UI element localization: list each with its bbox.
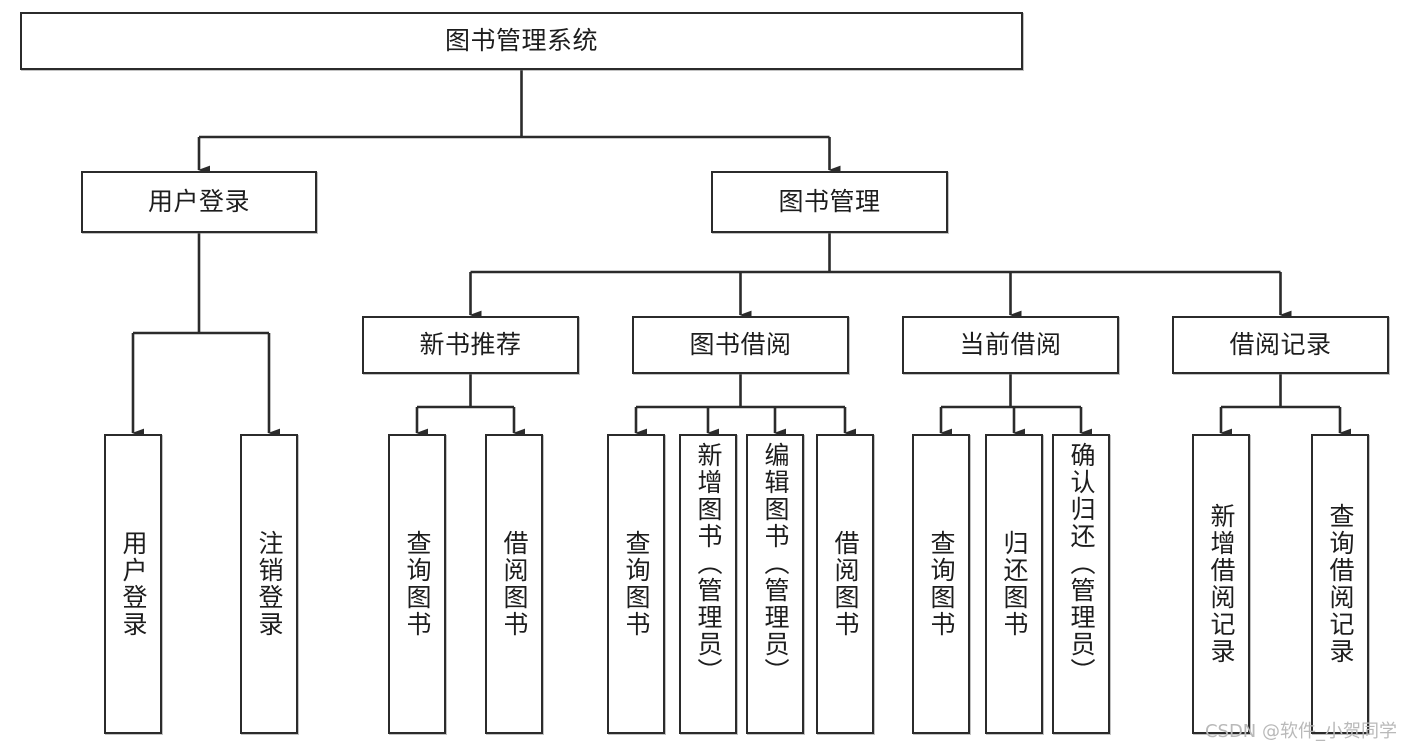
leaf-edit-book-admin-label: 编辑图书（管理员） [761, 442, 790, 685]
node-user-login-label: 用户登录 [147, 187, 250, 217]
leaf-query-book-current-label: 查询图书 [927, 530, 956, 638]
leaf-borrow-book[interactable]: 借阅图书 [816, 434, 874, 734]
leaf-borrow-book-label: 借阅图书 [831, 530, 860, 638]
node-book-management-label: 图书管理 [778, 187, 881, 217]
leaf-logout[interactable]: 注销登录 [240, 434, 298, 734]
node-borrow-record-label: 借阅记录 [1229, 330, 1332, 360]
leaf-user-login-label: 用户登录 [119, 530, 148, 638]
leaf-return-book[interactable]: 归还图书 [985, 434, 1043, 734]
leaf-query-borrow-record[interactable]: 查询借阅记录 [1311, 434, 1369, 734]
leaf-add-borrow-record[interactable]: 新增借阅记录 [1192, 434, 1250, 734]
leaf-query-book-borrow-label: 查询图书 [622, 530, 651, 638]
node-current-borrow-label: 当前借阅 [959, 330, 1062, 360]
node-borrow-record[interactable]: 借阅记录 [1172, 316, 1389, 374]
leaf-query-book-recommend[interactable]: 查询图书 [388, 434, 446, 734]
node-new-book-recommend[interactable]: 新书推荐 [362, 316, 579, 374]
leaf-confirm-return-admin[interactable]: 确认归还（管理员） [1052, 434, 1110, 734]
leaf-logout-label: 注销登录 [255, 530, 284, 638]
node-book-management[interactable]: 图书管理 [711, 171, 948, 233]
leaf-borrow-book-recommend[interactable]: 借阅图书 [485, 434, 543, 734]
node-user-login[interactable]: 用户登录 [81, 171, 317, 233]
leaf-query-borrow-record-label: 查询借阅记录 [1326, 503, 1355, 665]
node-root-label: 图书管理系统 [444, 26, 598, 56]
csdn-watermark: CSDN @软件_小贺同学 [1204, 721, 1397, 742]
leaf-borrow-book-recommend-label: 借阅图书 [500, 530, 529, 638]
leaf-confirm-return-admin-label: 确认归还（管理员） [1067, 442, 1096, 685]
node-book-borrow[interactable]: 图书借阅 [632, 316, 849, 374]
leaf-return-book-label: 归还图书 [1000, 530, 1029, 638]
node-book-borrow-label: 图书借阅 [689, 330, 792, 360]
node-current-borrow[interactable]: 当前借阅 [902, 316, 1119, 374]
leaf-query-book-borrow[interactable]: 查询图书 [607, 434, 665, 734]
leaf-query-book-recommend-label: 查询图书 [403, 530, 432, 638]
leaf-add-borrow-record-label: 新增借阅记录 [1207, 503, 1236, 665]
leaf-add-book-admin-label: 新增图书（管理员） [694, 442, 723, 685]
node-new-book-recommend-label: 新书推荐 [419, 330, 522, 360]
leaf-user-login[interactable]: 用户登录 [104, 434, 162, 734]
leaf-query-book-current[interactable]: 查询图书 [912, 434, 970, 734]
leaf-add-book-admin[interactable]: 新增图书（管理员） [679, 434, 737, 734]
node-root[interactable]: 图书管理系统 [20, 12, 1023, 70]
leaf-edit-book-admin[interactable]: 编辑图书（管理员） [746, 434, 804, 734]
